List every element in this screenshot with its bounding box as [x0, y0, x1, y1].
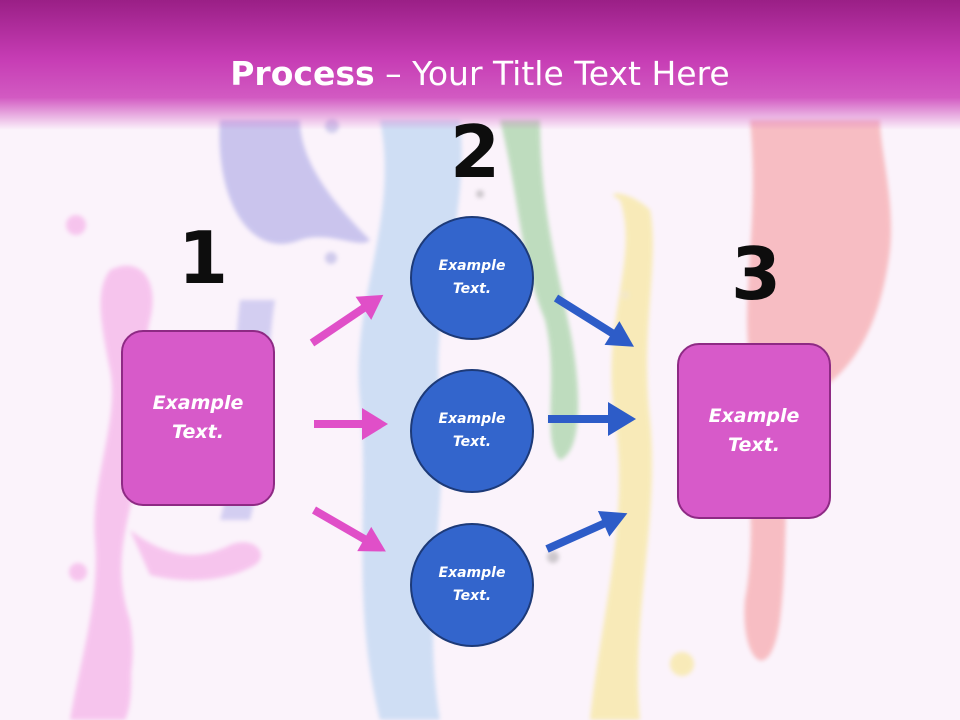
title-bar — [0, 0, 960, 130]
step-2-circle-top: Example Text. — [410, 216, 534, 340]
page-title: Process – Your Title Text Here — [0, 52, 960, 96]
step-3-box: Example Text. — [677, 343, 831, 519]
step-1-box: Example Text. — [121, 330, 275, 506]
step-2-circle-middle: Example Text. — [410, 369, 534, 493]
step-2-circle-bottom: Example Text. — [410, 523, 534, 647]
step-number-1: 1 — [178, 216, 229, 300]
title-bold: Process — [230, 54, 375, 93]
circle-top-text: Example Text. — [438, 258, 506, 297]
step-1-text: Example Text. — [152, 392, 244, 443]
title-rest: – Your Title Text Here — [374, 54, 730, 93]
step-3-text: Example Text. — [708, 405, 800, 456]
circle-middle-text: Example Text. — [438, 411, 506, 450]
step-number-3: 3 — [731, 232, 782, 316]
step-number-2: 2 — [450, 110, 501, 194]
circle-bottom-text: Example Text. — [438, 565, 506, 604]
